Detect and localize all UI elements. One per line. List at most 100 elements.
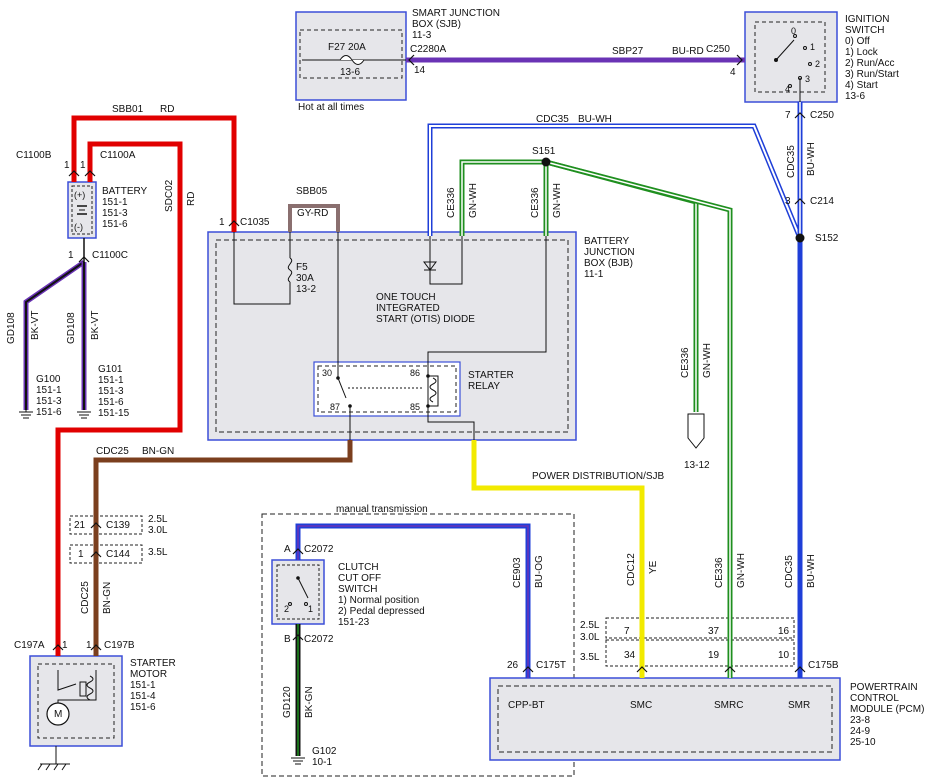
- c139-variant: 2.5L 3.0L: [148, 514, 168, 536]
- wire-cdc35-v2-color: BU-WH: [806, 554, 817, 588]
- starter-internal-link: [57, 670, 97, 703]
- connector-c1100a-mark: [84, 170, 96, 177]
- starter-title: STARTER MOTOR 151-1 151-4 151-6: [130, 658, 176, 713]
- wire-sdc02-color: RD: [186, 191, 197, 206]
- ignition-inner-box: [754, 21, 826, 93]
- sjb-inner-box: [299, 29, 403, 79]
- wire-ce903-label: CE903: [512, 557, 523, 588]
- battery-pin-a: 1: [80, 160, 86, 171]
- ground-g102-icon: [291, 757, 305, 765]
- wire-sbp27-color: BU-RD: [672, 46, 704, 57]
- battery-pin-b: 1: [64, 160, 70, 171]
- pcm-pin-35-smc: 34: [624, 650, 636, 661]
- wire-gd120-color: BK-GN: [304, 686, 315, 718]
- clutch-pin-b: B: [284, 634, 291, 645]
- pcm-box: [489, 677, 841, 761]
- wire-ce336-a-color: GN-WH: [468, 183, 479, 218]
- wire-sbp27-label: SBP27: [612, 46, 644, 57]
- clutch-switch-pin-1: 1: [308, 604, 314, 614]
- ignition-contact-1: [803, 46, 807, 50]
- pcm-c175b: C175B: [808, 660, 839, 671]
- clutch-switch-inner-box: [276, 564, 320, 620]
- clutch-c2072-b: C2072: [304, 634, 334, 645]
- connector-c250-out-mark: [794, 112, 806, 119]
- pcm-term-cpp-bt: CPP-BT: [508, 700, 545, 711]
- bjb-internal-fuse-wire: [233, 232, 291, 305]
- ground-starter-icon: [37, 746, 70, 771]
- pcm-title: POWERTRAIN CONTROL MODULE (PCM) 23-8 24-…: [850, 682, 925, 748]
- starter-solenoid-coil: [86, 675, 94, 701]
- battery-inner-box: [71, 185, 93, 235]
- pcm-pin-25-smc: 7: [624, 626, 630, 637]
- pcm-c175t-pin: 26: [507, 660, 519, 671]
- battery-c1100b: C1100B: [16, 150, 52, 161]
- c144-pin: 1: [78, 549, 84, 560]
- starter-c197b: C197B: [104, 640, 135, 651]
- relay-coil-winding: [429, 377, 437, 403]
- bjb-relay-85-wire: [427, 406, 475, 440]
- wire-ce336-d-color: GN-WH: [736, 553, 747, 588]
- c139-label: C139: [106, 520, 130, 531]
- bjb-pin: 1: [219, 217, 225, 228]
- wire-cdc25-v-color: BN-GN: [102, 581, 113, 614]
- clutch-contact-1: [304, 602, 308, 606]
- wire-gd108-a-label: GD108: [6, 312, 17, 344]
- wire-cdc35-top-core: [429, 125, 801, 239]
- connector-c2072b-mark: [292, 634, 304, 641]
- c144-box: [69, 544, 143, 564]
- wire-sdc02-label: SDC02: [164, 179, 175, 212]
- connector-c2072a-mark: [292, 548, 304, 555]
- ignition-contact-2: [808, 62, 812, 66]
- bjb-relay-86-wire: [427, 236, 547, 376]
- clutch-switch-box: [271, 559, 325, 625]
- wire-sbb05: [288, 204, 340, 232]
- ignition-contact-4: [788, 84, 792, 88]
- battery-c1100c: C1100C: [92, 250, 128, 261]
- wire-sbb01-color: RD: [160, 104, 175, 115]
- wire-cdc25-label: CDC25: [96, 446, 129, 457]
- connector-c1100c-mark: [78, 256, 90, 263]
- starter-pin-b: 1: [86, 640, 92, 651]
- ground-g102-label: G102 10-1: [312, 746, 337, 768]
- relay-pin-dot-30: [336, 376, 340, 380]
- sjb-fuse-label: F27 20A: [328, 42, 366, 53]
- relay-switch-arm: [337, 377, 347, 399]
- ground-g100-icon: [19, 410, 33, 419]
- wire-gd108-b-color: BK-VT: [90, 310, 101, 340]
- starter-plunger-icon: [79, 681, 87, 697]
- relay-pin-85: 85: [410, 402, 421, 412]
- wire-cdc35-v1-color: BU-WH: [806, 142, 817, 176]
- pcm-pin-25-smr: 16: [778, 626, 790, 637]
- ignition-contact-label-3: 3: [805, 74, 811, 84]
- pcm-variant-35: 3.5L: [580, 652, 600, 663]
- ignition-wiper: [775, 39, 795, 61]
- clutch-switch-arm: [297, 577, 309, 599]
- connector-c1100b-mark: [68, 170, 80, 177]
- manual-transmission-note: manual transmission: [336, 504, 428, 515]
- connector-c175b-smr-mark: [794, 666, 806, 673]
- ignition-out-connector: C250: [810, 110, 834, 121]
- ignition-contact-0: [793, 34, 797, 38]
- sjb-note: Hot at all times: [298, 102, 365, 113]
- ignition-connector: C250: [706, 44, 730, 55]
- connector-c175t-mark: [522, 666, 534, 673]
- ignition-out-pin: 7: [785, 110, 791, 121]
- wire-ce336-b-label: CE336: [530, 187, 541, 218]
- relay-pin-dot-85: [426, 404, 430, 408]
- connector-c175b-smc-mark: [636, 666, 648, 673]
- sjb-fuse-ref: 13-6: [340, 67, 361, 78]
- sjb-box: [295, 11, 407, 101]
- bjb-inner-box: [215, 239, 569, 433]
- connector-13-12-icon: [687, 413, 705, 449]
- starter-c197a: C197A: [14, 640, 45, 651]
- connector-13-12-label: 13-12: [684, 460, 710, 471]
- wire-sbb05-color: GY-RD: [297, 208, 329, 219]
- connector-c250-in-mark: [736, 54, 743, 66]
- connector-c144-mark: [90, 551, 102, 558]
- pcm-variant-30: 3.0L: [580, 632, 600, 643]
- wire-sbb01: [71, 115, 237, 232]
- ground-g101-label: G101 151-1 151-3 151-6 151-15: [98, 364, 130, 419]
- wire-gd108-a-color: BK-VT: [30, 310, 41, 340]
- pcm-c175t: C175T: [536, 660, 567, 671]
